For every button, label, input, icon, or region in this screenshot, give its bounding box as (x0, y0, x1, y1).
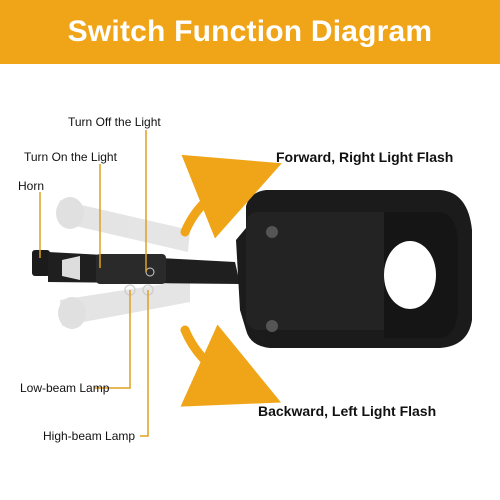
label-turn-on: Turn On the Light (24, 150, 118, 164)
label-horn: Horn (18, 179, 44, 193)
leader-lines (39, 130, 149, 437)
label-turn-off: Turn Off the Light (68, 115, 161, 129)
ghost-lever-down (58, 280, 190, 329)
label-high-beam: High-beam Lamp (43, 429, 135, 443)
title-banner: Switch Function Diagram (0, 0, 500, 64)
horn-icon (62, 256, 80, 280)
forward-arrow-icon (180, 154, 282, 239)
screw-icon (266, 320, 278, 332)
ghost-lever-up (56, 197, 190, 252)
mount-hole (384, 241, 436, 309)
page-title: Switch Function Diagram (67, 15, 433, 48)
label-low-beam: Low-beam Lamp (20, 381, 110, 395)
main-lever (32, 250, 240, 296)
label-backward: Backward, Left Light Flash (258, 403, 436, 419)
label-forward: Forward, Right Light Flash (276, 149, 453, 165)
horn-button (32, 250, 50, 276)
backward-arrow-icon (180, 324, 282, 407)
switch-housing (236, 190, 472, 348)
screw-icon (266, 226, 278, 238)
light-selector-ring (96, 254, 166, 284)
